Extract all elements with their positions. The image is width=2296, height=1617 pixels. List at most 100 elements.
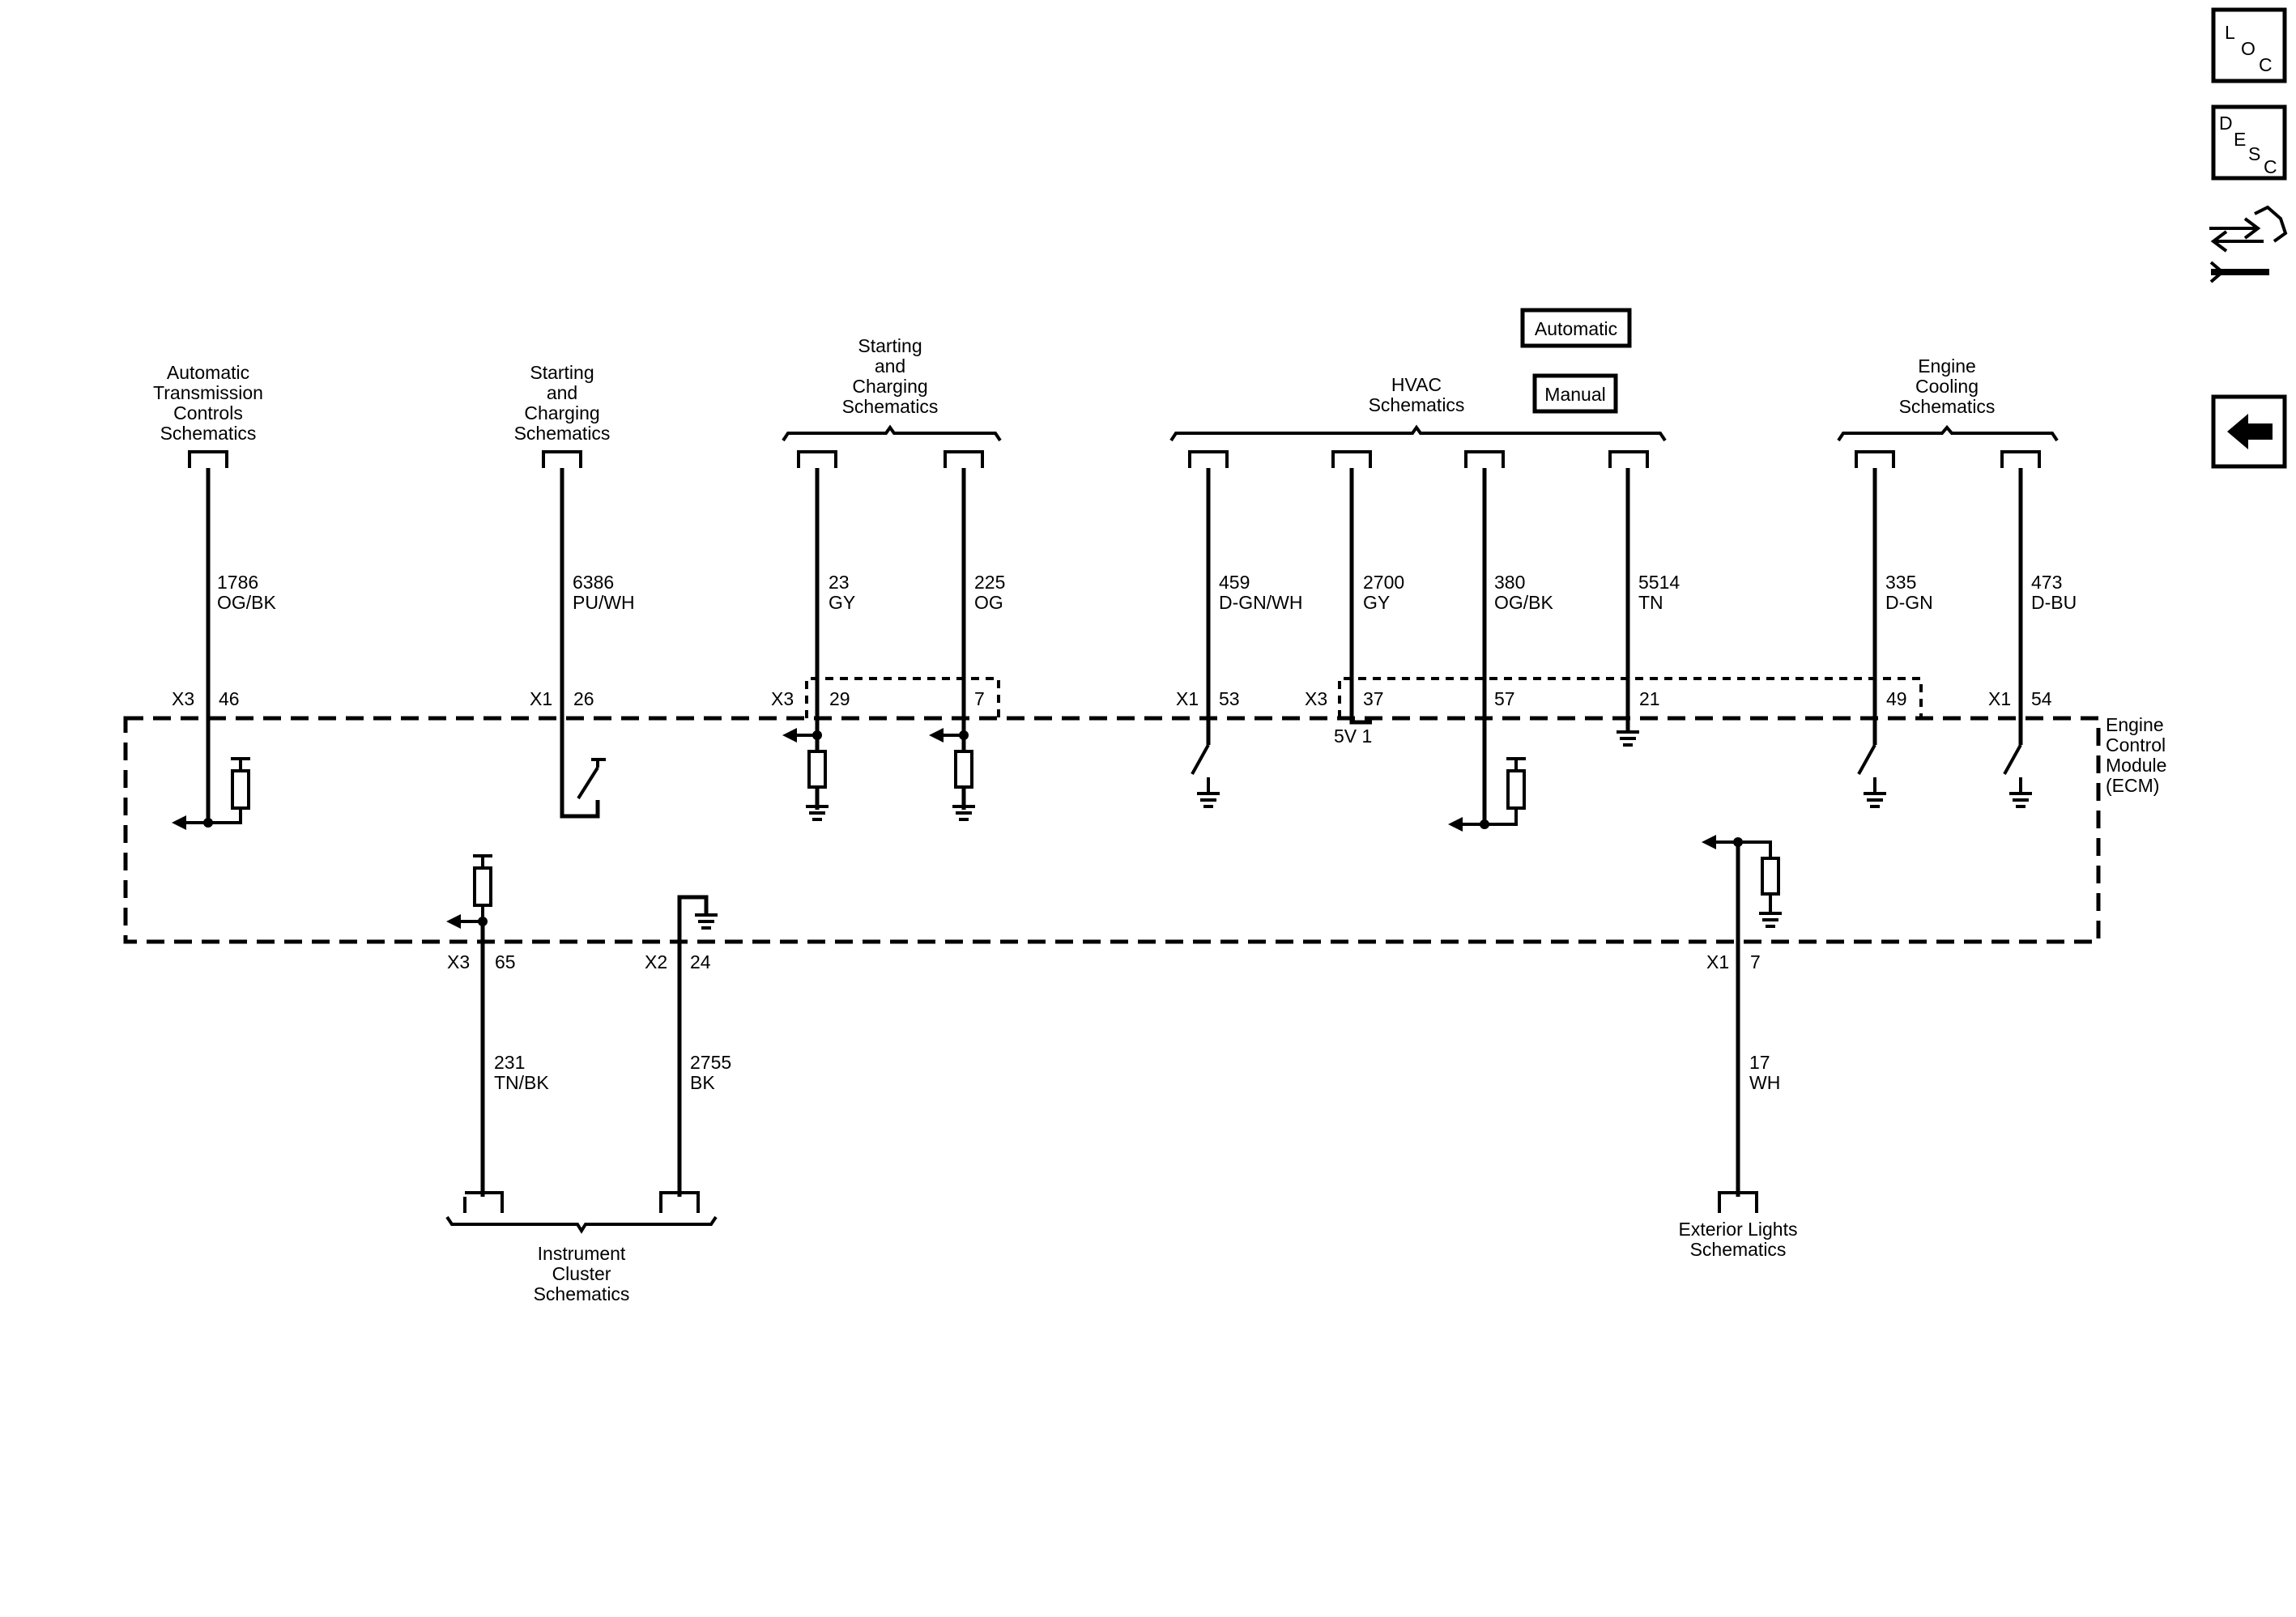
group-atc-line: Schematics [160, 423, 257, 444]
wire-2755[interactable] [677, 895, 709, 1197]
connector-id: X3 [172, 688, 194, 709]
group-starting2-line: and [875, 355, 905, 377]
wire-label-23: 23 GY [829, 572, 855, 613]
pin-number: 37 [1363, 688, 1384, 709]
wire-label-1786: 1786 OG/BK [217, 572, 277, 613]
wire-label-335: 335 D-GN [1885, 572, 1933, 613]
loc-letter-l: L [2225, 22, 2235, 43]
signal-arrow-icon [172, 815, 213, 830]
wire-color: TN/BK [494, 1072, 549, 1093]
wire-color: OG/BK [217, 592, 277, 613]
group-cluster-line: Cluster [552, 1263, 611, 1284]
connector-id: X3 [1305, 688, 1327, 709]
wire-color: D-BU [2031, 592, 2077, 613]
group-hvac-line: HVAC [1391, 374, 1442, 395]
group-cooling-line: Cooling [1915, 376, 1979, 397]
wire-label-473: 473 D-BU [2031, 572, 2077, 613]
terminal-c225 [944, 450, 984, 468]
connector-id: X1 [530, 688, 552, 709]
pulldown-resistor-icon [806, 750, 829, 821]
group-starting2-label[interactable]: Starting and Charging Schematics [842, 335, 939, 417]
group-starting1-line: Charging [524, 402, 599, 423]
back-arrow-button[interactable] [2211, 394, 2287, 469]
circuit-number: 231 [494, 1052, 525, 1073]
connector-tool-icon[interactable] [2209, 205, 2288, 283]
ecm-label[interactable]: Engine Control Module (ECM) [2106, 714, 2166, 796]
wire-color: PU/WH [573, 592, 635, 613]
connector-id: X3 [771, 688, 794, 709]
connector-id: X2 [645, 951, 667, 972]
group-starting1-label[interactable]: Starting and Charging Schematics [514, 362, 611, 444]
desc-letter-e: E [2234, 129, 2246, 150]
wire-label-380: 380 OG/BK [1494, 572, 1554, 613]
pin-number: 49 [1886, 688, 1907, 709]
supply-label: 5V 1 [1334, 726, 1372, 747]
loc-button[interactable]: L O C [2211, 7, 2287, 83]
wire-color: GY [829, 592, 855, 613]
group-lights-line: Exterior Lights [1678, 1219, 1797, 1240]
terminal-atc [188, 450, 228, 468]
group-cooling-label[interactable]: Engine Cooling Schematics [1899, 355, 1996, 417]
ecm-label-line: Engine [2106, 714, 2164, 735]
pin-number: 57 [1494, 688, 1515, 709]
signal-arrow-icon [929, 728, 969, 743]
wire-label-6386: 6386 PU/WH [573, 572, 635, 613]
wire-color: OG/BK [1494, 592, 1554, 613]
pin-number: 26 [573, 688, 594, 709]
option-manual-label: Manual [1544, 384, 1605, 405]
wire-color: BK [690, 1072, 715, 1093]
group-cooling-line: Schematics [1899, 396, 1996, 417]
pin-number: 24 [690, 951, 711, 972]
pin-number: 7 [1750, 951, 1761, 972]
pulldown-resistor-icon [1738, 840, 1782, 928]
desc-button[interactable]: D E S C [2211, 104, 2287, 181]
ecm-boundary [123, 716, 2101, 944]
terminal-c231 [463, 1191, 504, 1213]
group-cluster-label[interactable]: Instrument Cluster Schematics [534, 1243, 630, 1304]
group-atc-label[interactable]: Automatic Transmission Controls Schemati… [153, 362, 263, 444]
group-hvac-line: Schematics [1369, 394, 1465, 415]
bracket-cooling [1837, 424, 2059, 442]
wire-color: WH [1749, 1072, 1780, 1093]
pulldown-resistor-icon [952, 750, 975, 821]
terminal-c380 [1464, 450, 1505, 468]
wire-6386[interactable] [560, 468, 600, 819]
wire-color: D-GN [1885, 592, 1933, 613]
group-starting1-line: and [547, 382, 577, 403]
pin-number: 53 [1219, 688, 1240, 709]
group-hvac-label[interactable]: HVAC Schematics [1369, 374, 1465, 415]
circuit-number: 17 [1749, 1052, 1770, 1073]
switch-to-ground-icon [2003, 744, 2032, 808]
group-lights-label[interactable]: Exterior Lights Schematics [1678, 1219, 1797, 1260]
signal-arrow-icon [1702, 835, 1743, 849]
group-atc-line: Automatic [167, 362, 249, 383]
bracket-hvac [1169, 424, 1667, 442]
connector-group-box-x3-b [1338, 677, 1923, 718]
option-automatic[interactable]: Automatic [1520, 308, 1632, 348]
group-starting2-line: Schematics [842, 396, 939, 417]
circuit-number: 1786 [217, 572, 258, 593]
pullup-resistor-icon [1485, 757, 1526, 826]
connector-id: X1 [1706, 951, 1729, 972]
connector-id: X1 [1988, 688, 2011, 709]
switch-to-ground-icon [1857, 744, 1886, 808]
terminal-c5514 [1608, 450, 1649, 468]
wire-2700[interactable] [1349, 468, 1372, 725]
desc-letter-d: D [2219, 113, 2233, 134]
option-manual[interactable]: Manual [1532, 373, 1618, 414]
pin-number: 21 [1639, 688, 1660, 709]
loc-letter-o: O [2241, 38, 2256, 59]
circuit-number: 335 [1885, 572, 1916, 593]
group-cluster-line: Schematics [534, 1283, 630, 1304]
pin-number: 29 [829, 688, 850, 709]
pin-number: 65 [495, 951, 516, 972]
back-arrow-icon [2227, 414, 2273, 449]
circuit-number: 2700 [1363, 572, 1404, 593]
loc-letter-c: C [2259, 54, 2273, 75]
terminal-c2755 [659, 1191, 700, 1213]
wire-color: GY [1363, 592, 1390, 613]
desc-letter-c: C [2264, 156, 2277, 177]
ecm-label-line: Control [2106, 734, 2166, 755]
wire-color: D-GN/WH [1219, 592, 1302, 613]
ecm-label-line: (ECM) [2106, 775, 2159, 796]
